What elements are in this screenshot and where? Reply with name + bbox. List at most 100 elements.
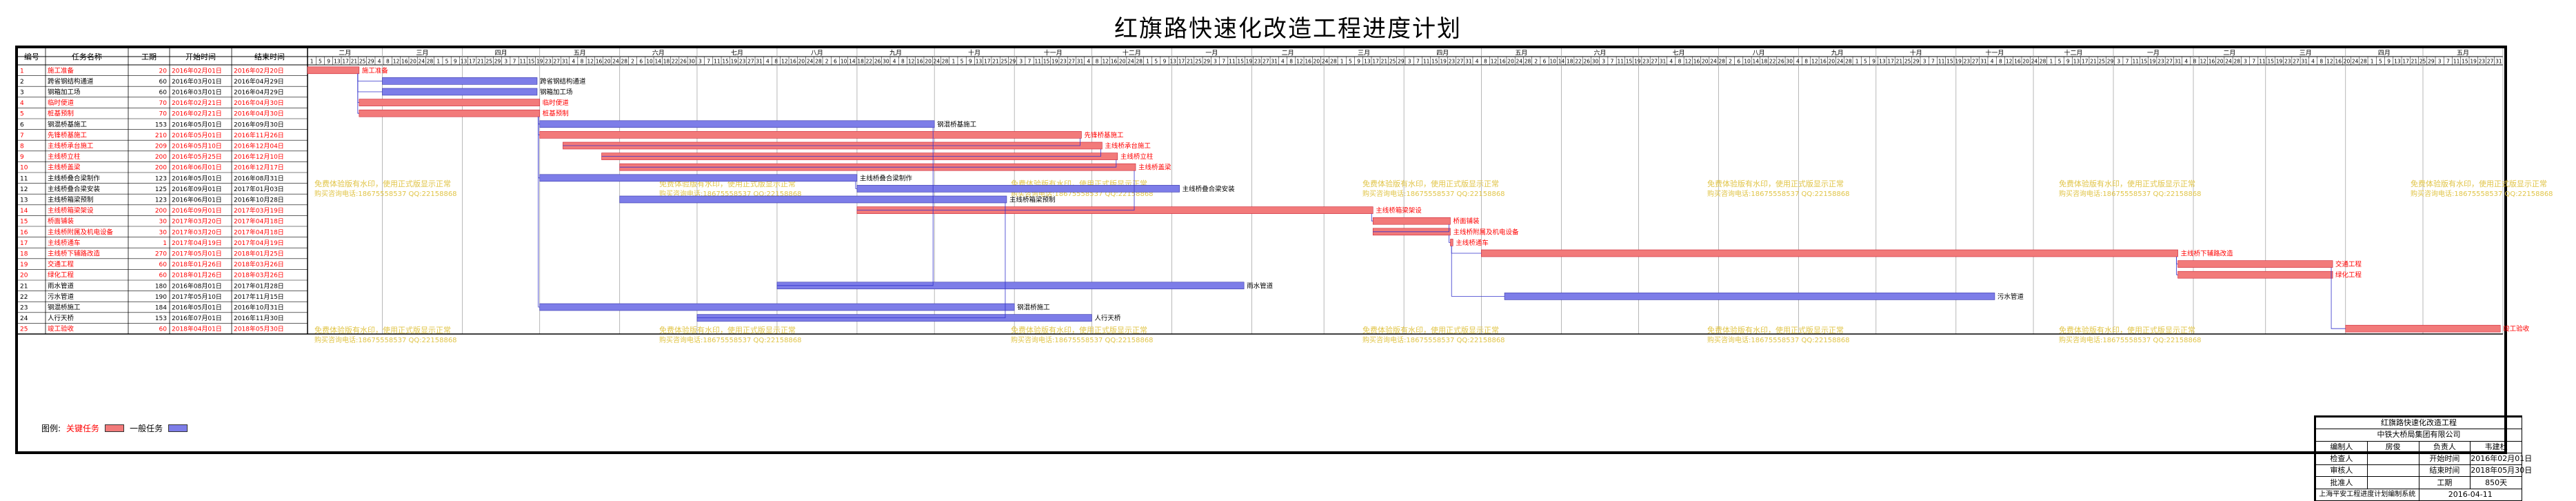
table-cell: 123 [155,175,167,182]
table-cell: 200 [155,208,167,215]
day-label: 28 [2040,59,2046,65]
title-block-cell: 工期 [2418,476,2471,489]
table-cell: 60 [159,326,168,333]
day-label: 13 [461,59,467,65]
table-cell: 主线桥附属及机电设备 [48,228,114,236]
day-label: 15 [2267,59,2274,65]
day-label: 15 [1946,59,1953,65]
dependency-link [1371,213,1373,222]
day-label: 16 [2335,59,2342,65]
day-label: 13 [2394,59,2401,65]
table-cell: 20 [159,68,168,75]
day-label: 12 [1296,59,1303,65]
day-label: 19 [2470,59,2477,65]
month-label: 一月 [2147,50,2160,57]
dependency-link [619,159,1117,168]
gantt-bar-label: 临时便道 [543,99,570,107]
day-label: 4 [2184,59,2188,65]
gantt-bar [359,109,541,117]
title-block: 红旗路快速化改造工程 中铁大桥局集团有限公司 编制人 房俊 负责人 韦建杜 检查… [2314,415,2532,501]
month-label: 三月 [2300,50,2312,57]
day-label: 5 [1349,59,1352,65]
title-block-cell: 850天 [2470,476,2522,489]
dependency-link [2331,267,2346,329]
day-label: 19 [2276,59,2283,65]
month-label: 十月 [968,49,980,57]
day-label: 21 [2411,59,2418,65]
month-label: 六月 [652,49,665,57]
gantt-chart: 编号任务名称工期开始时间结束时间二月三月四月五月六月七月八月九月十月十一月十二月… [18,48,2553,344]
table-cell: 60 [159,90,168,97]
day-label: 7 [2252,59,2255,65]
day-label: 25 [1904,59,1911,65]
table-cell: 2016年02月21日 [172,99,222,107]
day-label: 30 [688,59,695,65]
day-label: 10 [646,59,653,65]
day-label: 20 [1119,59,1126,65]
watermark-text: 购买咨询电话:18675558537 QQ:22158868 [2059,335,2202,344]
table-cell: 3 [20,90,24,97]
watermark-text: 购买咨询电话:18675558537 QQ:22158868 [1362,335,1505,344]
gantt-bar [1450,239,1453,246]
day-label: 13 [976,59,983,65]
day-label: 4 [1669,59,1673,65]
day-label: 14 [1752,59,1759,65]
table-cell: 主线桥下辅路改造 [48,250,101,258]
day-label: 4 [2311,59,2315,65]
day-label: 7 [513,59,516,65]
table-cell: 70 [159,111,168,118]
day-label: 19 [1634,59,1641,65]
day-label: 2 [1534,59,1538,65]
table-cell: 主线桥叠合梁安装 [48,185,101,193]
table-cell: 5 [20,111,24,118]
day-label: 30 [883,59,889,65]
watermark-text: 购买咨询电话:18675558537 QQ:22158868 [2059,189,2202,198]
day-label: 12 [2006,59,2013,65]
table-cell: 2016年09月30日 [234,120,284,128]
day-label: 11 [1938,59,1945,65]
day-label: 12 [393,59,400,65]
day-label: 27 [553,59,560,65]
table-cell: 2018年04月01日 [172,325,222,333]
day-label: 9 [969,59,972,65]
table-cell: 2017年01月28日 [234,282,284,290]
day-label: 16 [1693,59,1700,65]
day-label: 19 [536,59,543,65]
day-label: 16 [2014,59,2021,65]
legend-critical-swatch [105,424,125,432]
day-label: 3 [2117,59,2120,65]
table-cell: 15 [20,219,28,226]
table-cell: 主线桥叠合梁制作 [48,174,101,182]
table-cell: 30 [159,219,168,226]
table-cell: 2016年04月30日 [234,110,284,118]
table-cell: 2017年05月01日 [172,250,222,258]
day-label: 14 [654,59,661,65]
table-cell: 主线桥立柱 [48,153,81,161]
day-label: 12 [1102,59,1109,65]
day-label: 28 [2360,59,2367,65]
day-label: 24 [2031,59,2038,65]
day-label: 23 [1449,59,1456,65]
month-label: 六月 [1593,49,1606,57]
table-cell: 2018年01月25日 [234,250,284,258]
day-label: 13 [1169,59,1176,65]
table-cell: 2016年04月30日 [234,99,284,107]
day-label: 12 [2326,59,2333,65]
table-cell: 污水管道 [48,293,74,301]
day-label: 8 [1804,59,1808,65]
day-label: 25 [486,59,493,65]
table-cell: 2016年10月31日 [234,304,284,312]
day-label: 4 [1476,59,1479,65]
table-cell: 23 [20,305,28,312]
table-cell: 2016年11月26日 [234,131,284,139]
table-cell: 6 [20,121,24,128]
day-label: 15 [722,59,729,65]
month-label: 八月 [811,50,823,57]
table-cell: 125 [155,186,167,193]
day-label: 17 [1178,59,1185,65]
table-cell: 25 [20,326,28,333]
table-cell: 153 [155,121,167,128]
day-label: 29 [1009,59,1016,65]
watermark-text: 免费体验版有水印，使用正式版显示正常 [2059,325,2195,335]
legend-critical-label: 关键任务 [66,424,100,433]
